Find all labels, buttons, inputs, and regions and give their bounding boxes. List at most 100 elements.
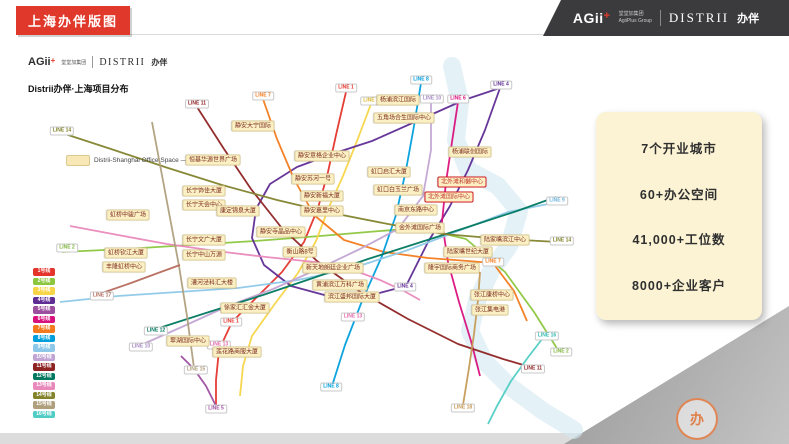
line-tag: LINE 1 <box>220 317 242 327</box>
legend-label: Distrii-Shanghai Office Space — 40 <box>94 157 197 164</box>
line-badge: 2号线 <box>33 277 55 285</box>
line-badge: 3号线 <box>33 287 55 295</box>
station-label: 长宁饰佳大厦 <box>182 185 226 197</box>
line-badge: 11号线 <box>33 363 55 371</box>
metro-line-5 <box>180 355 217 407</box>
line-tag: LINE 4 <box>394 282 416 292</box>
station-label: 张江集电港 <box>471 304 509 316</box>
station-label: 漕河泾科汇大楼 <box>187 277 237 289</box>
stat-item: 41,000+工位数 <box>632 233 726 248</box>
line-tag: LINE 11 <box>184 99 210 109</box>
line-badge: 8号线 <box>33 334 55 342</box>
stat-item: 60+办公空间 <box>639 187 719 202</box>
station-label: 南京东路中心 <box>394 204 438 216</box>
station-label: 北外滩国际中心 <box>424 191 474 203</box>
header-divider <box>16 34 546 35</box>
line-tag: LINE 7 <box>482 257 504 267</box>
line-tag: LINE 12 <box>143 326 169 336</box>
line-tag: LINE 2 <box>56 243 78 253</box>
page-title-text: 上海办伴版图 <box>28 14 119 29</box>
line-tag: LINE 14 <box>49 126 75 136</box>
station-label: 长宁中山万源 <box>182 249 226 261</box>
station-label: 杨浦滨江国际 <box>376 94 420 106</box>
agii-logo: AGii+ <box>573 10 611 26</box>
line-tag: LINE 10 <box>128 342 154 352</box>
line-tag: LINE 15 <box>183 365 209 375</box>
station-label: 长宁文广大厦 <box>182 234 226 246</box>
panel-divider <box>92 56 94 68</box>
stat-item: 7个开业城市 <box>641 142 717 157</box>
line-tag: LINE 16 <box>534 331 560 341</box>
watermark-logo-glyph: 办 <box>690 411 704 427</box>
station-label: 虹口白玉兰广场 <box>373 184 423 196</box>
line-badge: 9号线 <box>33 344 55 352</box>
line-tag: LINE 9 <box>546 196 568 206</box>
line-tag: LINE 1 <box>335 83 357 93</box>
station-label: 静安意格企业中心 <box>294 150 350 162</box>
page-title: 上海办伴版图 <box>16 6 131 35</box>
station-label: 陆家嘴滨江中心 <box>480 234 530 246</box>
line-tag: LINE 4 <box>490 80 512 90</box>
line-badge: 13号线 <box>33 382 55 390</box>
station-label: 翠湖国际中心 <box>166 335 210 347</box>
station-label: 五角场合生国际中心 <box>373 112 435 124</box>
panel-logos: AGii+ 堂堂加集团 DISTRII 办伴 <box>28 56 167 68</box>
distrii-logo: DISTRII <box>668 10 730 25</box>
panel-agii-logo: AGii+ <box>28 56 55 68</box>
line-badge: 5号线 <box>33 306 55 314</box>
line-badge: 10号线 <box>33 353 55 361</box>
panel-distrii-cn: 办伴 <box>151 57 168 67</box>
panel-agii-text: AGii <box>28 56 51 68</box>
metro-line-10 <box>140 102 432 346</box>
station-label: 新天地朗廷企业广场 <box>302 262 364 274</box>
line-tag: LINE 10 <box>419 94 445 104</box>
station-label: 金外滩国际广场 <box>395 222 445 234</box>
station-label: 长宁天会中心 <box>182 199 226 211</box>
station-label: 静安大宁国际 <box>231 120 275 132</box>
line-tag: LINE 14 <box>549 236 575 246</box>
line-tag: LINE 8 <box>320 382 342 392</box>
bottom-strip-decoration <box>0 433 789 444</box>
station-label: 隆宇国际商务广场 <box>424 262 480 274</box>
line-tag: LINE 2 <box>550 347 572 357</box>
metro-line-1 <box>215 91 347 406</box>
agii-logo-text: AGii <box>572 10 604 26</box>
line-badge: 12号线 <box>33 372 55 380</box>
metro-line-16 <box>487 333 547 425</box>
station-label: 黄浦滨江万科广场 <box>312 279 368 291</box>
station-label: 康定锦泉大厦 <box>216 205 260 217</box>
line-badge: 4号线 <box>33 296 55 304</box>
legend: Distrii-Shanghai Office Space — 40 <box>66 155 196 166</box>
station-label: 北外滩和樾中心 <box>437 176 487 188</box>
brand-band: AGii+ 堂堂加集团 AgiiPlus Group DISTRII 办伴 <box>543 0 789 36</box>
station-label: 恒基华源世界广场 <box>185 154 241 166</box>
brand-divider <box>659 10 661 26</box>
panel-agii-cn: 堂堂加集团 <box>61 59 87 66</box>
line-tag: LINE 7 <box>252 91 274 101</box>
station-label: 徐家汇汇金大厦 <box>220 302 270 314</box>
panel-distrii-logo: DISTRII <box>99 56 146 68</box>
line-tag: LINE 17 <box>89 291 115 301</box>
station-label: 陆家嘴世纪大厦 <box>443 246 493 258</box>
metro-line-6 <box>441 101 481 377</box>
line-badge: 6号线 <box>33 315 55 323</box>
station-label: 静安寺晶品中心 <box>256 226 306 238</box>
station-label: 静安嘉里中心 <box>300 205 344 217</box>
agii-cn-label: 堂堂加集团 <box>618 11 644 17</box>
panel-agii-plus-icon: + <box>50 56 56 65</box>
metro-line-8 <box>331 82 422 387</box>
line-tag: LINE 13 <box>340 312 366 322</box>
map-subtitle: Distrii办伴·上海项目分布 <box>28 84 129 94</box>
line-tag: LINE 5 <box>205 404 227 414</box>
line-tag: LINE 8 <box>410 75 432 85</box>
station-label: 静安新福大厦 <box>300 190 344 202</box>
legend-swatch <box>66 155 90 166</box>
station-label: 衡山路8号 <box>282 246 318 258</box>
line-tag: LINE 6 <box>447 94 469 104</box>
agii-en-label: AgiiPlus Group <box>618 18 652 24</box>
station-label: 滨江盛邦国际大厦 <box>324 291 380 303</box>
line-badge: 7号线 <box>33 325 55 333</box>
station-label: 杨浦联创国际 <box>448 146 492 158</box>
line-badge: 14号线 <box>33 391 55 399</box>
